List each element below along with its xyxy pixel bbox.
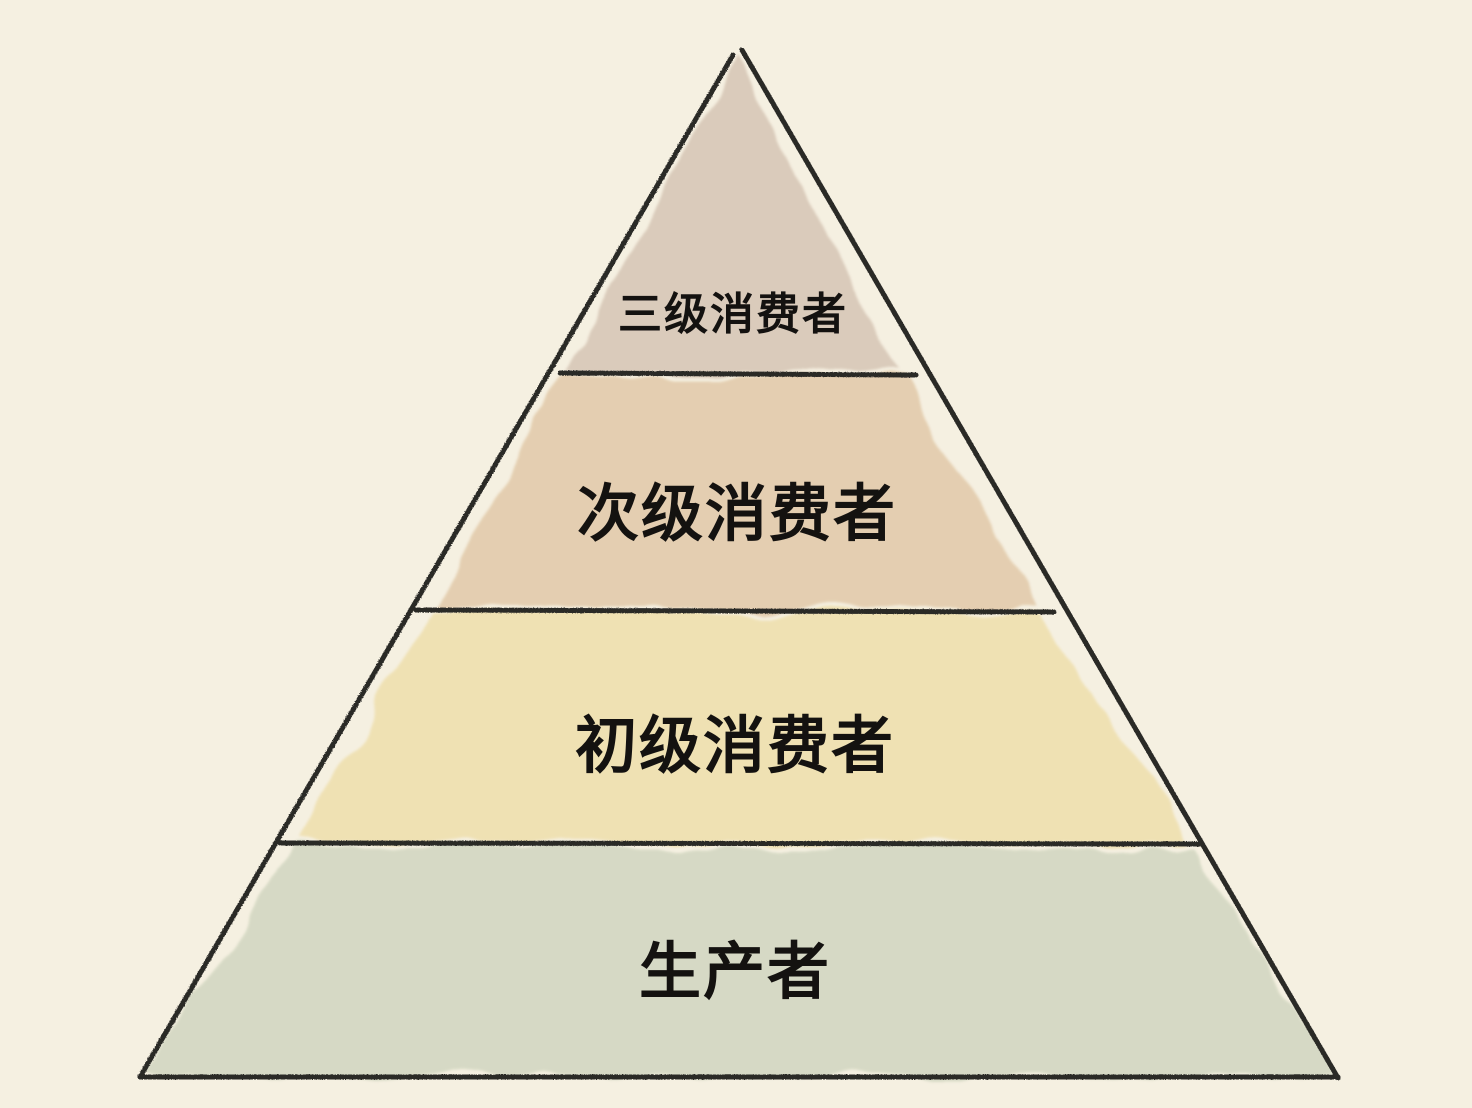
layer-fill-secondary-consumers — [430, 376, 1035, 609]
divider-line-3 — [277, 840, 1203, 847]
layer-label-primary-consumers: 初级消费者 — [574, 709, 896, 782]
divider-line-2 — [413, 607, 1057, 615]
layer-fill-primary-consumers — [300, 613, 1190, 842]
layer-label-producers: 生产者 — [638, 935, 832, 1008]
divider-line-1 — [557, 370, 919, 378]
pyramid-outline — [137, 47, 1341, 1081]
layer-label-secondary-consumers: 次级消费者 — [576, 477, 898, 550]
layer-label-tertiary-consumers: 三级消费者 — [618, 289, 848, 340]
layer-fill-producers — [140, 846, 1336, 1076]
layer-fill-tertiary-consumers — [568, 55, 900, 372]
